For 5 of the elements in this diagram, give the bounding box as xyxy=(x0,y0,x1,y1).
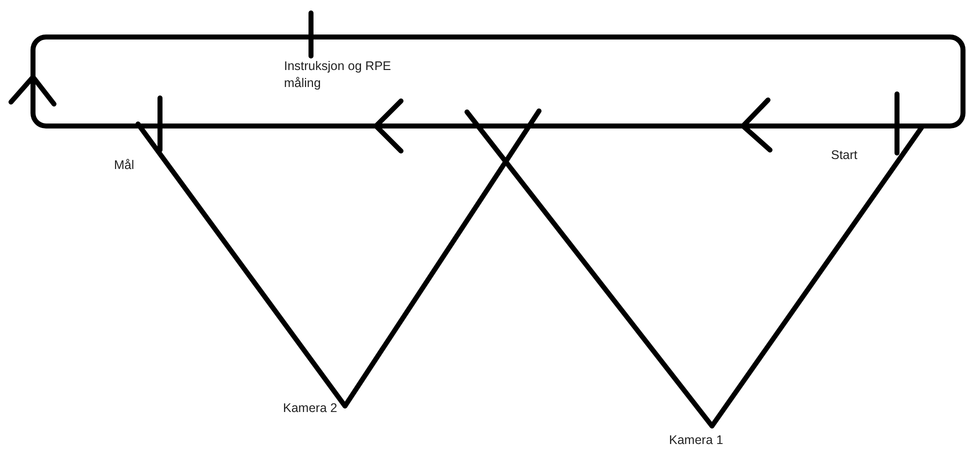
text-label: Kamera 2 xyxy=(283,400,338,417)
text-label: Start xyxy=(831,147,858,164)
text-label: Kamera 1 xyxy=(669,432,724,449)
text-label: Instruksjon og RPE måling xyxy=(284,58,392,92)
text-label: Mål xyxy=(114,157,134,174)
